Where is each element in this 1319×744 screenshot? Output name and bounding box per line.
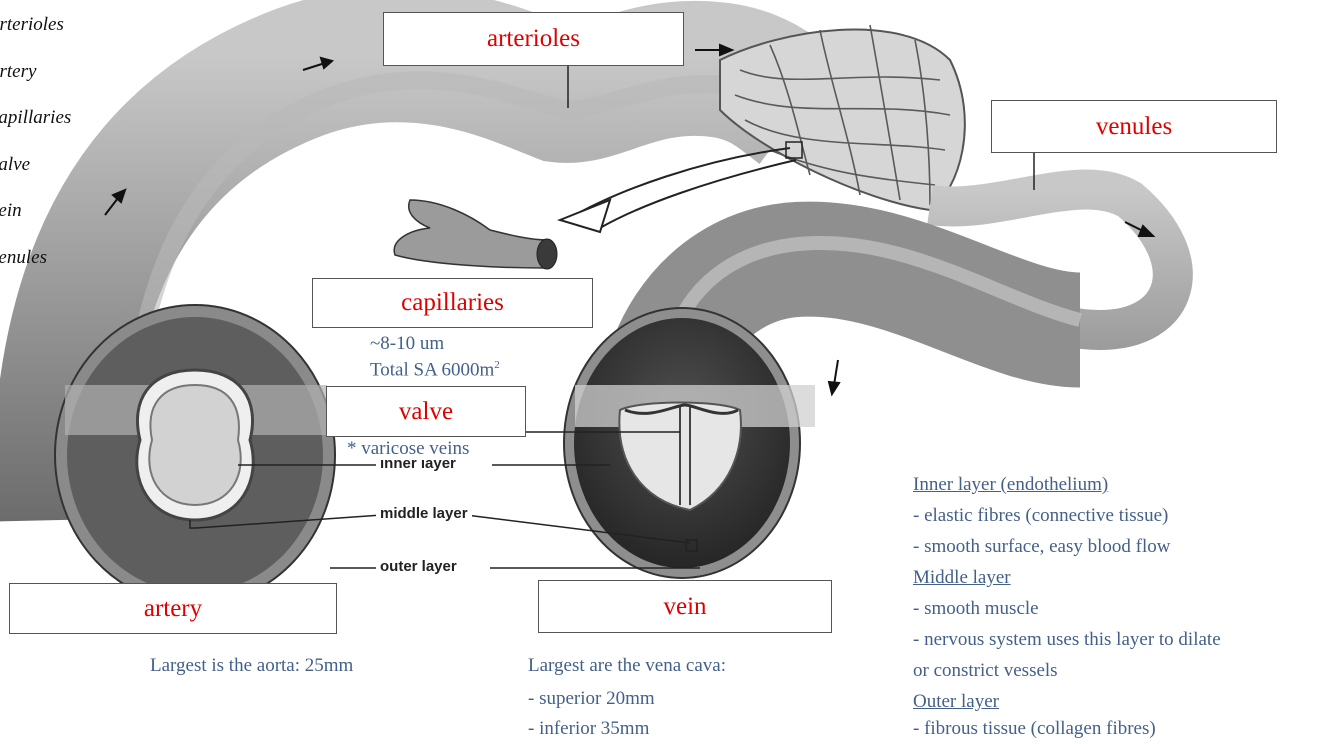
word-bank-item: valve <box>0 150 71 197</box>
label-box-capillaries: capillaries <box>312 278 593 328</box>
word-bank-item: capillaries <box>0 103 71 150</box>
inner-layer-point: - elastic fibres (connective tissue) <box>913 505 1168 527</box>
word-bank-item: arterioles <box>0 10 71 57</box>
label-box-valve: valve <box>326 386 526 437</box>
artery-cross-section <box>55 305 335 605</box>
capillary-magnified <box>394 200 557 269</box>
inner-layer-point: - smooth surface, easy blood flow <box>913 536 1171 558</box>
label-box-artery: artery <box>9 583 337 634</box>
vein-superior-note: - superior 20mm <box>528 688 655 710</box>
word-bank-item: venules <box>0 243 71 290</box>
vein-largest-note: Largest are the vena cava: <box>528 655 726 677</box>
label-box-vein: vein <box>538 580 832 633</box>
word-bank-item: vein <box>0 196 71 243</box>
capillary-surface-area-note: Total SA 6000m2 <box>370 359 500 381</box>
outer-layer-heading: Outer layer <box>913 691 999 713</box>
varicose-note: * varicose veins <box>347 438 469 460</box>
word-bank-item: artery <box>0 57 71 104</box>
middle-layer-point: - nervous system uses this layer to dila… <box>913 629 1221 651</box>
artery-largest-note: Largest is the aorta: 25mm <box>150 655 353 677</box>
capillary-size-note: ~8-10 um <box>370 333 444 355</box>
label-box-venules: venules <box>991 100 1277 153</box>
word-bank: arterioles artery capillaries valve vein… <box>0 10 71 289</box>
vein-cross-section <box>564 308 815 578</box>
middle-layer-point-continued: or constrict vessels <box>913 660 1058 682</box>
inner-layer-heading: Inner layer (endothelium) <box>913 474 1108 496</box>
diagram-label-middle-layer: middle layer <box>376 505 472 522</box>
label-box-arterioles: arterioles <box>383 12 684 66</box>
middle-layer-heading: Middle layer <box>913 567 1011 589</box>
middle-layer-point: - smooth muscle <box>913 598 1039 620</box>
outer-layer-point: - fibrous tissue (collagen fibres) <box>913 718 1156 740</box>
vein-inferior-note: - inferior 35mm <box>528 718 649 740</box>
diagram-label-outer-layer: outer layer <box>376 558 461 575</box>
